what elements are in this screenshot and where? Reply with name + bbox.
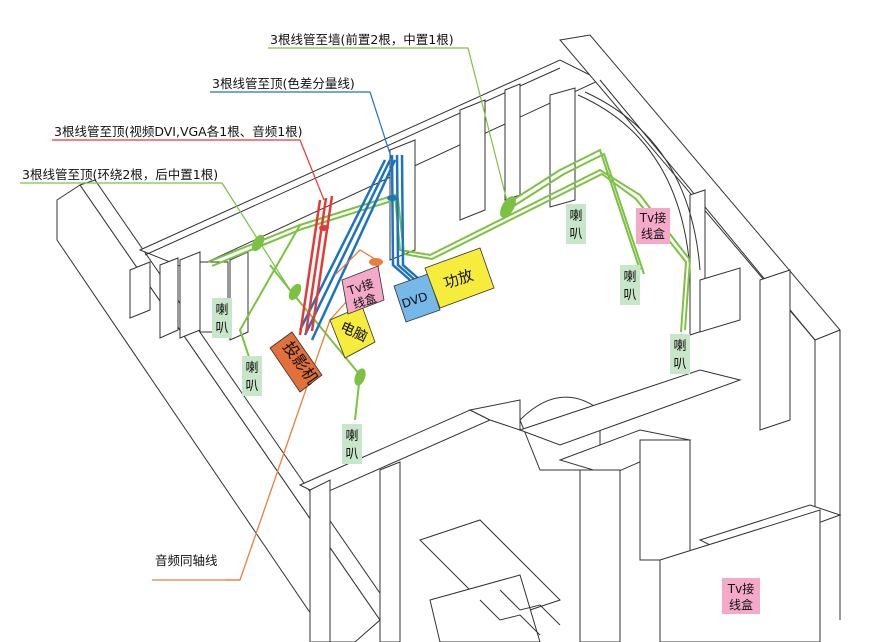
- callout-ceiling-component: 3根线管至顶(色差分量线): [212, 76, 355, 91]
- speaker-front-left: 喇 叭: [212, 298, 232, 338]
- speaker-rear-right: 喇 叭: [670, 334, 690, 374]
- callout-leaders: [20, 47, 509, 291]
- red-conduit-marker: [319, 225, 329, 231]
- speaker-rear-left-line2: 叭: [245, 379, 258, 394]
- speaker-rear-left-line1: 喇: [245, 361, 258, 376]
- speaker-front-right-line2: 叭: [623, 288, 636, 303]
- speaker-rear-right-line1: 喇: [673, 339, 686, 354]
- blue-conduits: [298, 154, 421, 341]
- speaker-front-right-line1: 喇: [623, 270, 636, 285]
- speaker-front-center-line1: 喇: [569, 209, 582, 224]
- callout-ceiling-video: 3根线管至顶(视频DVI,VGA各1根、音频1根): [54, 124, 303, 139]
- tv-junction-box-lower: Tv接 线盒: [722, 578, 760, 614]
- speaker-front-left-line2: 叭: [215, 321, 228, 336]
- blue-conduit-marker: [387, 195, 397, 201]
- speaker-rear-left: 喇 叭: [242, 356, 262, 396]
- tv-box-right-line1: Tv接: [639, 210, 666, 225]
- amplifier-box: 功放: [424, 247, 495, 309]
- callout-wall-conduit: 3根线管至墙(前置2根，中置1根): [270, 32, 454, 47]
- speaker-rear-right-line2: 叭: [673, 357, 686, 372]
- callout-coax-audio: 音频同轴线: [155, 553, 218, 568]
- callout-ceiling-surround: 3根线管至顶(环绕2根，后中置1根): [22, 167, 218, 182]
- tv-box-center-line2: 线盒: [351, 290, 378, 312]
- tv-junction-box-center: Tv接 线盒: [341, 265, 385, 315]
- speaker-rear-center-line2: 叭: [345, 447, 358, 462]
- computer-box: 电脑: [329, 305, 376, 359]
- red-conduits: [298, 195, 334, 336]
- coax-marker: [369, 258, 383, 266]
- projector-box: 投影机: [269, 331, 323, 393]
- speaker-front-center: 喇 叭: [566, 204, 586, 244]
- speaker-front-left-line1: 喇: [215, 303, 228, 318]
- tv-box-right-line2: 线盒: [641, 226, 665, 241]
- speaker-front-center-line2: 叭: [569, 227, 582, 242]
- dvd-box: DVD: [393, 273, 441, 323]
- tv-junction-box-right: Tv接 线盒: [636, 208, 670, 244]
- green-conduit-markers: [251, 196, 516, 386]
- tv-box-lower-line1: Tv接: [727, 581, 754, 596]
- speaker-rear-center-line1: 喇: [345, 429, 358, 444]
- speaker-front-right: 喇 叭: [620, 265, 640, 305]
- speaker-rear-center: 喇 叭: [342, 424, 362, 464]
- tv-box-lower-line2: 线盒: [729, 597, 753, 612]
